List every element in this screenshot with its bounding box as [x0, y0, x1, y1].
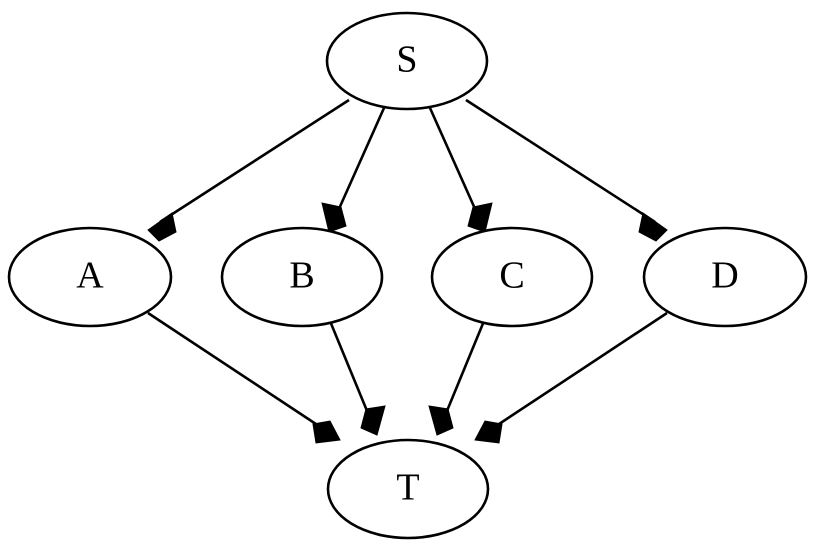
node-c[interactable]: C	[430, 226, 594, 328]
edge-s-b-arrowhead	[321, 202, 347, 233]
node-t-ellipse	[326, 438, 490, 540]
edge-d-t-line	[486, 311, 668, 434]
edge-a-t[interactable]	[147, 311, 341, 444]
edge-b-t[interactable]	[328, 320, 386, 436]
edge-s-c[interactable]	[428, 107, 493, 233]
node-s[interactable]: S	[325, 11, 489, 111]
node-b[interactable]: B	[220, 226, 384, 328]
node-c-ellipse	[430, 226, 594, 328]
edge-c-t-line	[440, 320, 486, 424]
edge-s-a[interactable]	[147, 98, 350, 242]
node-d-ellipse	[642, 226, 808, 328]
node-s-ellipse	[325, 11, 489, 111]
edge-b-t-line	[328, 320, 374, 424]
edge-s-c-arrowhead	[467, 202, 493, 233]
edge-s-a-line	[159, 98, 350, 224]
edge-c-t[interactable]	[428, 320, 486, 436]
node-b-label: B	[289, 255, 314, 297]
edge-s-b[interactable]	[321, 107, 386, 233]
edge-s-b-line	[332, 107, 386, 221]
node-t[interactable]: T	[326, 438, 490, 540]
node-t-label: T	[396, 467, 419, 509]
edge-d-t[interactable]	[474, 311, 668, 444]
edge-layer	[147, 98, 668, 444]
node-b-ellipse	[220, 226, 384, 328]
node-a[interactable]: A	[7, 226, 173, 328]
edge-s-d[interactable]	[465, 98, 668, 242]
node-d[interactable]: D	[642, 226, 808, 328]
edge-s-c-line	[428, 107, 482, 221]
edge-c-t-arrowhead	[428, 405, 454, 436]
node-d-label: D	[711, 255, 738, 297]
node-a-label: A	[76, 255, 104, 297]
node-a-ellipse	[7, 226, 173, 328]
node-c-label: C	[499, 255, 524, 297]
edge-s-a-arrowhead	[147, 212, 177, 242]
edge-d-t-arrowhead	[474, 420, 503, 444]
edge-s-d-line	[465, 98, 656, 224]
edge-a-t-arrowhead	[312, 420, 341, 444]
node-s-label: S	[396, 39, 417, 81]
edge-a-t-line	[147, 311, 329, 434]
edge-s-d-arrowhead	[638, 212, 668, 242]
node-layer: S A B C D T	[7, 11, 808, 540]
edge-b-t-arrowhead	[360, 405, 386, 436]
